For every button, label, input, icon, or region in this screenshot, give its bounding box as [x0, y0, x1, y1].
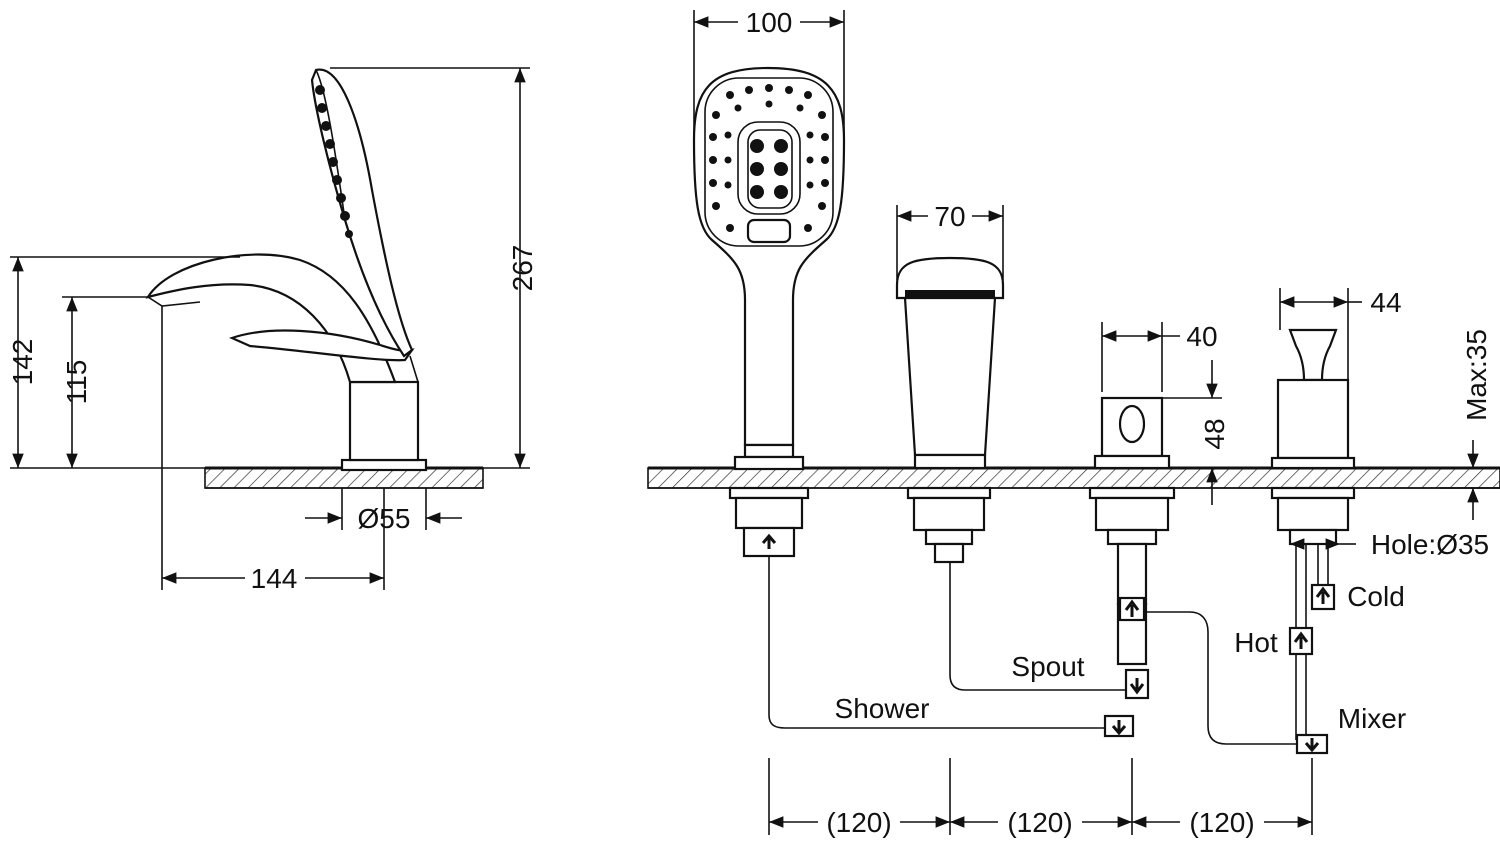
side-body	[348, 380, 420, 462]
side-view: 267 142 115 Ø55 144	[7, 67, 538, 594]
dim-hole-diameter: Hole:Ø35	[1371, 529, 1489, 560]
dim-side-height-total: 267	[507, 245, 538, 292]
front-deck	[647, 467, 1500, 489]
dim-spacing-2: (120)	[1007, 807, 1072, 838]
dim-spout-width: 70	[934, 201, 965, 232]
label-spout: Spout	[1011, 651, 1084, 682]
spout-front	[895, 256, 1005, 564]
handshower-front	[692, 66, 846, 558]
dim-deck-thickness: Max:35	[1461, 329, 1492, 421]
dim-handshower-width: 100	[746, 7, 793, 38]
dim-side-height-lever: 115	[61, 360, 92, 405]
label-shower: Shower	[835, 693, 930, 724]
dim-side-reach: 144	[251, 563, 298, 594]
mixer-front	[1270, 328, 1356, 755]
hoses	[768, 556, 1297, 745]
label-hot: Hot	[1234, 627, 1278, 658]
dim-diverter-height: 48	[1199, 418, 1230, 449]
front-view: 100 70 40 48 44 Max:35 Hole:Ø35	[647, 7, 1500, 838]
diverter-front	[1088, 396, 1176, 738]
label-cold: Cold	[1347, 581, 1405, 612]
side-base-ring	[340, 458, 428, 472]
side-handshower-nozzles	[315, 85, 353, 238]
dim-spacing-3: (120)	[1189, 807, 1254, 838]
dim-diverter-width: 40	[1186, 321, 1217, 352]
dim-mixer-width: 44	[1370, 287, 1401, 318]
dim-side-height-spout: 142	[7, 339, 38, 386]
label-mixer: Mixer	[1338, 703, 1406, 734]
side-lever	[228, 329, 415, 362]
side-spout	[145, 253, 397, 384]
dim-spacing-1: (120)	[826, 807, 891, 838]
handshower-nozzles	[709, 84, 829, 232]
